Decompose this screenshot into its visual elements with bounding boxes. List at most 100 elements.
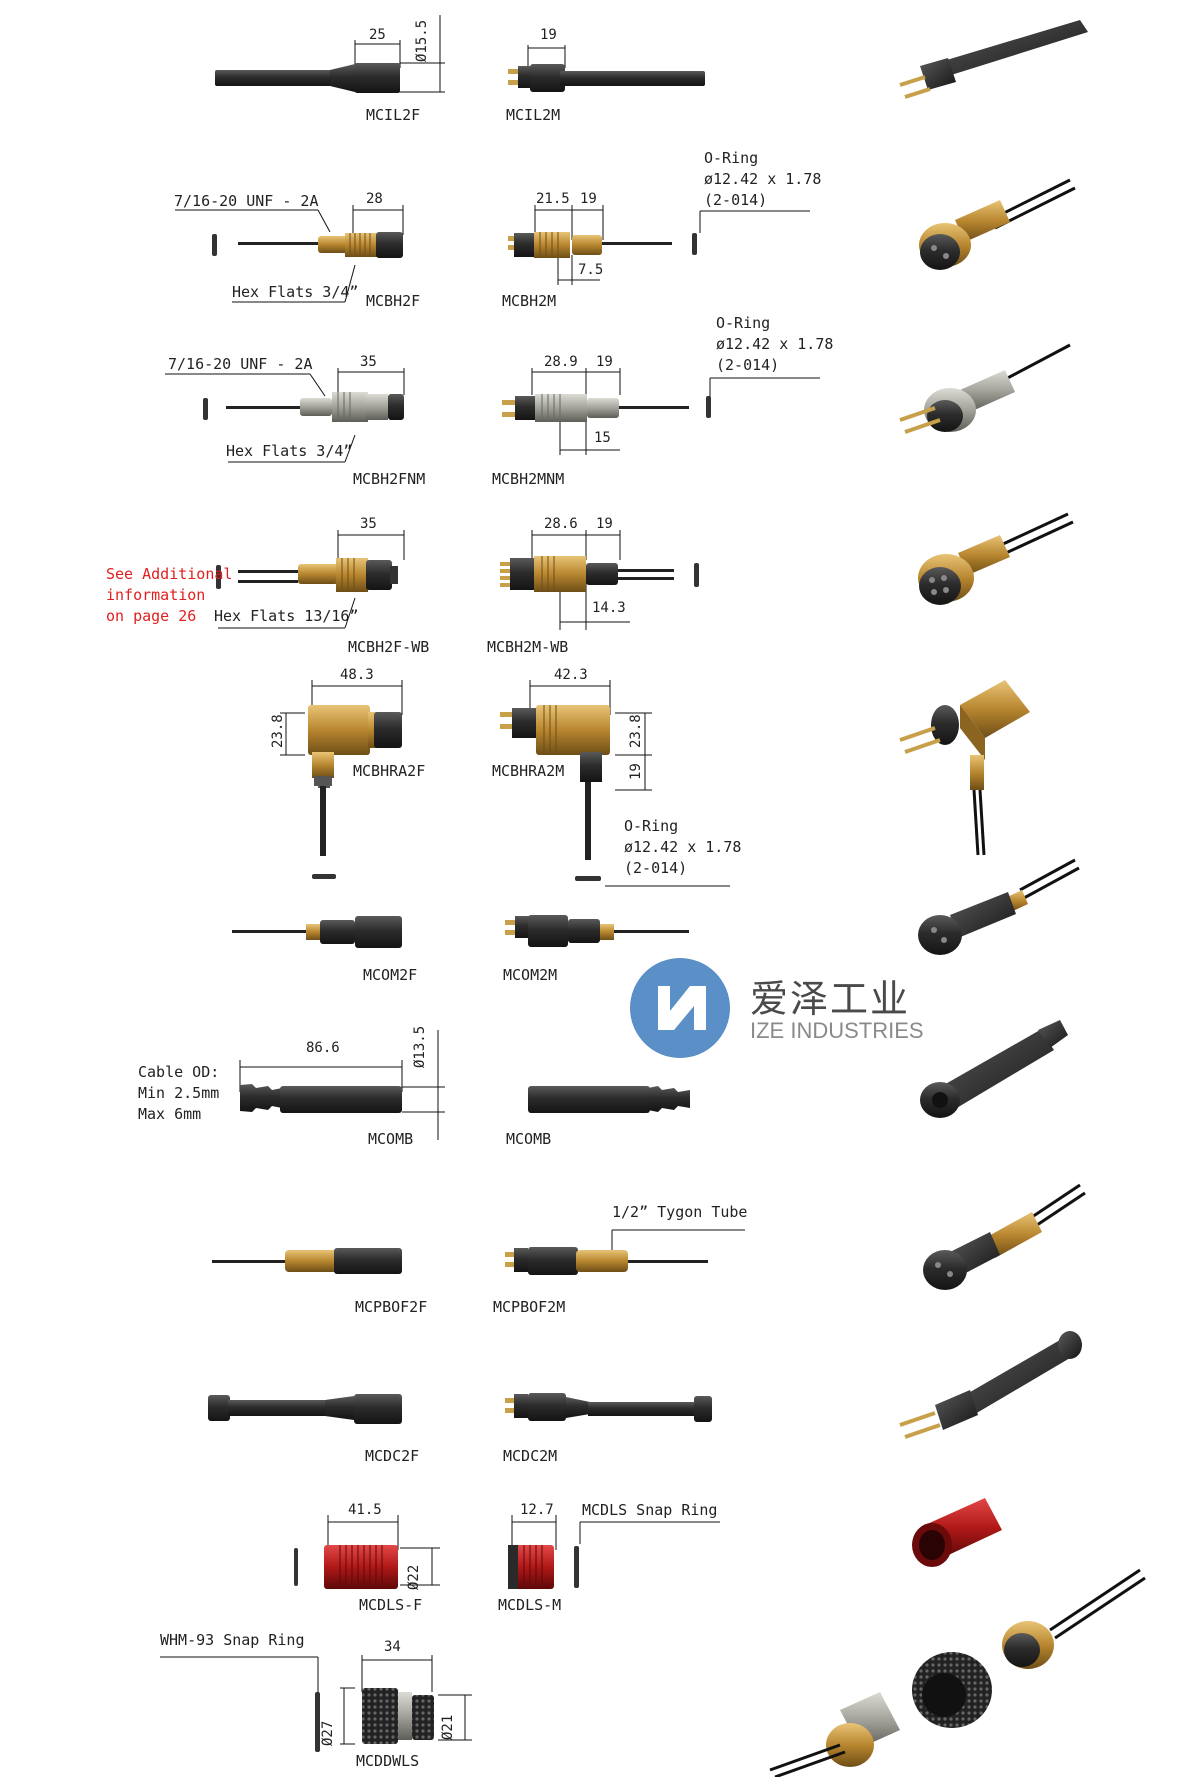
mcil2f-drawing	[215, 63, 400, 93]
dim-42-3: 42.3	[554, 667, 588, 683]
dim-48-3: 48.3	[340, 667, 374, 683]
tygon-tube-note: 1/2” Tygon Tube	[612, 1203, 748, 1221]
dim-19-mcil2m: 19	[540, 27, 557, 43]
part-label-mcdc2m: MCDC2M	[503, 1447, 558, 1465]
part-label-mcdls-f: MCDLS-F	[359, 1596, 423, 1614]
dim-23-8-right: 23.8	[628, 714, 644, 748]
mcdls-f-drawing	[294, 1545, 398, 1589]
dim-19-mcbh2mnm: 19	[596, 354, 613, 370]
part-label-mcbh2m: MCBH2M	[502, 292, 557, 310]
mcpbof2f-drawing	[212, 1248, 402, 1274]
dim-12-7: 12.7	[520, 1502, 554, 1518]
part-label-mcbh2mnm: MCBH2MNM	[492, 470, 565, 488]
render-mcbh2mnm	[899, 343, 1071, 434]
mcomb-right-drawing	[528, 1086, 690, 1113]
watermark-english-text: IZE INDUSTRIES	[750, 1018, 924, 1043]
dim-21-5: 21.5	[536, 191, 570, 207]
part-label-mcbhra2m: MCBHRA2M	[492, 762, 565, 780]
mcil2m-drawing	[508, 64, 705, 92]
mcddwls-drawing	[315, 1688, 434, 1752]
dim-19-mcbh2m-wb: 19	[596, 516, 613, 532]
part-label-mcomb-right: MCOMB	[506, 1130, 552, 1148]
part-label-mcdc2f: MCDC2F	[365, 1447, 420, 1465]
dim-28-9: 28.9	[544, 354, 578, 370]
mcomb-left-drawing	[240, 1084, 402, 1113]
part-label-mcddwls: MCDDWLS	[356, 1752, 420, 1770]
part-label-mcom2m: MCOM2M	[503, 966, 558, 984]
mcbhra2f-drawing	[308, 705, 402, 879]
mcdls-m-drawing	[508, 1545, 579, 1589]
mcpbof2m-drawing	[505, 1247, 708, 1275]
render-mcdc2	[899, 1331, 1082, 1439]
part-label-mcpbof2m: MCPBOF2M	[493, 1298, 566, 1316]
hex-flats-note-1: Hex Flats 3/4”	[232, 283, 359, 301]
part-label-mcpbof2f: MCPBOF2F	[355, 1298, 428, 1316]
render-mcdls-assembly	[769, 1498, 1146, 1777]
dim-28-6: 28.6	[544, 516, 578, 532]
mcbh2fnm-drawing	[203, 392, 404, 422]
mcbh2mnm-drawing	[502, 394, 711, 422]
mcom2f-drawing	[232, 916, 402, 948]
part-label-mcdls-m: MCDLS-M	[498, 1596, 562, 1614]
part-label-mcbh2m-wb: MCBH2M-WB	[487, 638, 569, 656]
mcbhra2m-drawing	[500, 705, 610, 881]
mcdc2f-drawing	[208, 1394, 402, 1424]
dim-41-5: 41.5	[348, 1502, 382, 1518]
dim-35-mcbh2f-wb: 35	[360, 516, 377, 532]
mcbh2m-wb-drawing	[500, 556, 699, 592]
render-mcbh2-wb	[918, 512, 1074, 605]
part-label-mcomb-left: MCOMB	[368, 1130, 414, 1148]
dim-21: Ø21	[440, 1714, 456, 1740]
render-mcbhra2	[899, 680, 1030, 856]
cable-od-note: Cable OD: Min 2.5mm Max 6mm	[138, 1063, 220, 1123]
mcbh2m-drawing	[508, 232, 697, 258]
part-label-mcil2f: MCIL2F	[366, 106, 421, 124]
part-label-mcom2f: MCOM2F	[363, 966, 418, 984]
dim-14-3: 14.3	[592, 600, 626, 616]
dim-25: 25	[369, 27, 386, 43]
part-label-mcbh2fnm: MCBH2FNM	[353, 470, 426, 488]
see-additional-info-note: See Additional information on page 26	[106, 565, 233, 625]
render-mcpbof2	[923, 1183, 1086, 1290]
mcbh2f-wb-drawing	[216, 558, 398, 592]
dim-86-6: 86.6	[306, 1040, 340, 1056]
hex-flats-note-3: Hex Flats 13/16”	[214, 607, 359, 625]
dim-19-mcbh2m: 19	[580, 191, 597, 207]
dim-35-mcbh2fnm: 35	[360, 354, 377, 370]
dim-15: 15	[594, 430, 611, 446]
dim-23-8-left: 23.8	[270, 714, 286, 748]
dim-34: 34	[384, 1639, 401, 1655]
render-mcom2	[918, 858, 1080, 955]
ize-industries-watermark: 爱泽工业 IZE INDUSTRIES	[628, 958, 948, 1060]
dim-22: Ø22	[406, 1564, 422, 1590]
thread-note-2: 7/16-20 UNF - 2A	[168, 355, 313, 373]
oring-note-2: O-Ring ø12.42 x 1.78 (2-014)	[716, 314, 834, 374]
mcdls-snap-ring-note: MCDLS Snap Ring	[582, 1501, 718, 1519]
dim-15-5: Ø15.5	[414, 19, 430, 62]
ize-logo-icon	[630, 958, 730, 1058]
render-mcil2	[899, 20, 1088, 99]
dimension-lines	[160, 15, 820, 1745]
mcdc2m-drawing	[505, 1393, 712, 1422]
render-mcbh2	[919, 178, 1076, 270]
part-label-mcbhra2f: MCBHRA2F	[353, 762, 426, 780]
dim-19-mcbhra2m: 19	[628, 763, 644, 780]
watermark-chinese-text: 爱泽工业	[750, 977, 911, 1021]
part-label-mcbh2f-wb: MCBH2F-WB	[348, 638, 430, 656]
thread-note-1: 7/16-20 UNF - 2A	[174, 192, 319, 210]
hex-flats-note-2: Hex Flats 3/4”	[226, 442, 353, 460]
mcom2m-drawing	[505, 915, 689, 947]
part-label-mcil2m: MCIL2M	[506, 106, 561, 124]
render-mcomb	[920, 1020, 1068, 1118]
dim-7-5: 7.5	[578, 262, 604, 278]
oring-note-3: O-Ring ø12.42 x 1.78 (2-014)	[624, 817, 742, 877]
oring-note-1: O-Ring ø12.42 x 1.78 (2-014)	[704, 149, 822, 209]
dim-13-5: Ø13.5	[412, 1025, 428, 1068]
whm-93-snap-ring-note: WHM-93 Snap Ring	[160, 1631, 305, 1649]
dim-27: Ø27	[320, 1720, 336, 1746]
part-label-mcbh2f: MCBH2F	[366, 292, 421, 310]
dim-28: 28	[366, 191, 383, 207]
mcbh2f-drawing	[212, 232, 403, 258]
